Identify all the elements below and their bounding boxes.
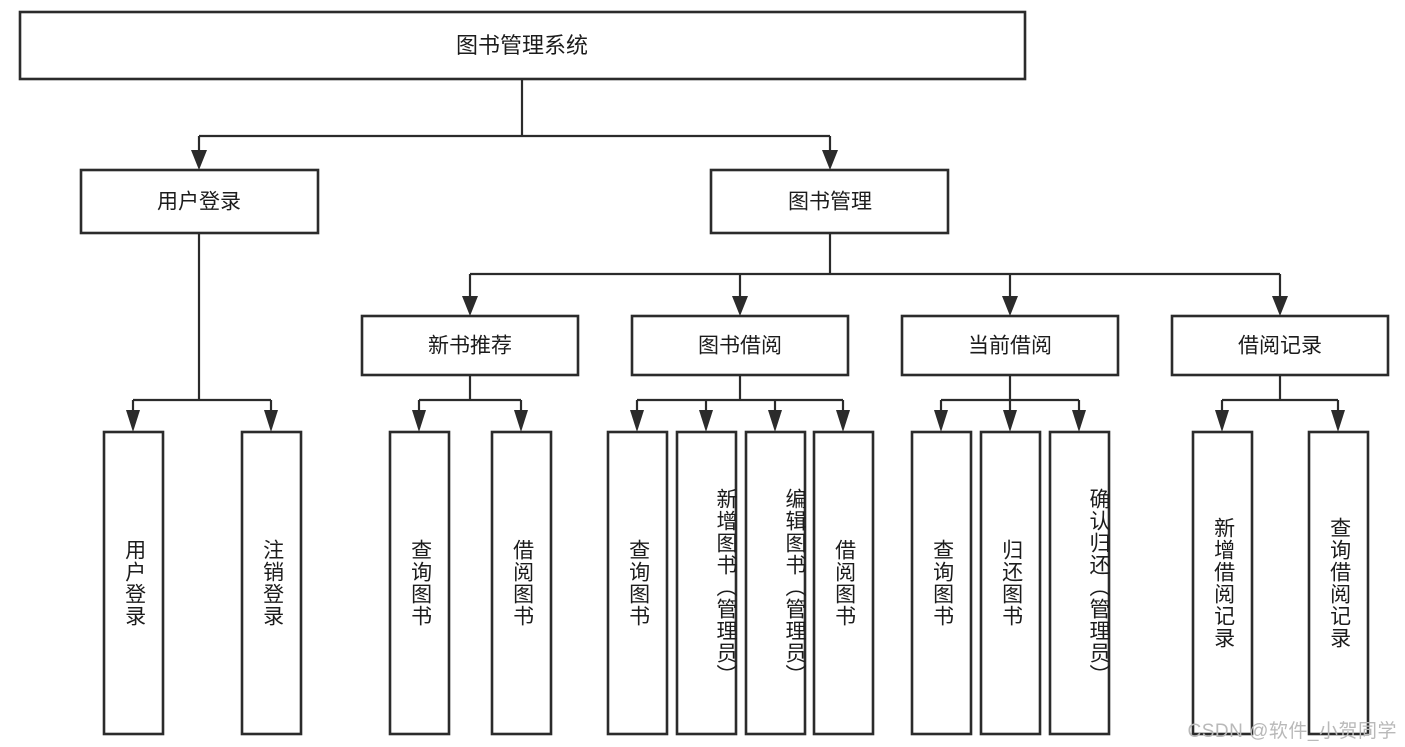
node-borrow-record-label: 借阅记录 [1238,335,1322,358]
leaf-boxes-new-book-recommend [388,430,553,736]
leaf-boxes-user-login [102,430,303,736]
arrow-head-level2-3 [1272,296,1288,316]
node-book-manage-box[interactable] [709,168,950,235]
arrow-head-bookborrow-leaf-3 [836,410,850,432]
node-book-borrow-box[interactable] [630,314,850,377]
arrow-head-bookborrow-leaf-2 [768,410,782,432]
node-root-label: 图书管理系统 [456,33,588,58]
node-current-borrow-label: 当前借阅 [968,335,1052,358]
node-book-borrow[interactable]: 图书借阅 [630,314,850,377]
arrow-head-currentborrow-leaf-0 [934,410,948,432]
arrow-head-bookborrow-leaf-0 [630,410,644,432]
leaf-box-book-borrow-1[interactable] [675,430,738,736]
node-new-book-recommend-label: 新书推荐 [428,335,512,358]
arrow-head-currentborrow-leaf-1 [1003,410,1017,432]
connector-group [126,79,1345,432]
arrow-head-user-login [191,150,207,170]
arrow-head-level2-2 [1002,296,1018,316]
node-borrow-record[interactable]: 借阅记录 [1170,314,1390,377]
node-book-manage[interactable]: 图书管理 [709,168,950,235]
leaf-boxes-borrow-record [1191,430,1370,736]
leaf-box-current-borrow-1[interactable] [979,430,1042,736]
arrow-head-level2-1 [732,296,748,316]
leaf-box-user-login-0[interactable] [102,430,165,736]
node-borrow-record-box[interactable] [1170,314,1390,377]
leaf-boxes-current-borrow [910,430,1111,736]
leaf-box-borrow-record-1[interactable] [1307,430,1370,736]
leaf-boxes-book-borrow [606,430,875,736]
arrow-head-newbook-leaf-0 [412,410,426,432]
node-new-book-recommend-box[interactable] [360,314,580,377]
node-user-login-label: 用户登录 [157,191,241,214]
leaf-box-book-borrow-0[interactable] [606,430,669,736]
arrow-head-userlogin-leaf-1 [264,410,278,432]
node-book-borrow-label: 图书借阅 [698,335,782,358]
leaf-box-user-login-1[interactable] [240,430,303,736]
leaf-box-current-borrow-2[interactable] [1048,430,1111,736]
node-user-login[interactable]: 用户登录 [79,168,320,235]
node-current-borrow[interactable]: 当前借阅 [900,314,1120,377]
arrow-head-newbook-leaf-1 [514,410,528,432]
arrow-head-userlogin-leaf-0 [126,410,140,432]
leaf-box-current-borrow-0[interactable] [910,430,973,736]
node-root-box[interactable] [18,10,1027,81]
csdn-watermark: CSDN @软件_小贺同学 [1187,721,1397,742]
leaf-box-book-borrow-2[interactable] [744,430,807,736]
node-user-login-box[interactable] [79,168,320,235]
arrow-head-currentborrow-leaf-2 [1072,410,1086,432]
node-book-manage-label: 图书管理 [788,191,872,214]
node-current-borrow-box[interactable] [900,314,1120,377]
arrow-head-bookborrow-leaf-1 [699,410,713,432]
arrow-head-borrowrecord-leaf-1 [1331,410,1345,432]
arrow-head-borrowrecord-leaf-0 [1215,410,1229,432]
node-new-book-recommend[interactable]: 新书推荐 [360,314,580,377]
arrow-head-book-manage [822,150,838,170]
node-root[interactable]: 图书管理系统 [18,10,1027,81]
leaf-box-borrow-record-0[interactable] [1191,430,1254,736]
leaf-box-new-book-0[interactable] [388,430,451,736]
leaf-box-book-borrow-3[interactable] [812,430,875,736]
leaf-box-new-book-1[interactable] [490,430,553,736]
arrow-head-level2-0 [462,296,478,316]
